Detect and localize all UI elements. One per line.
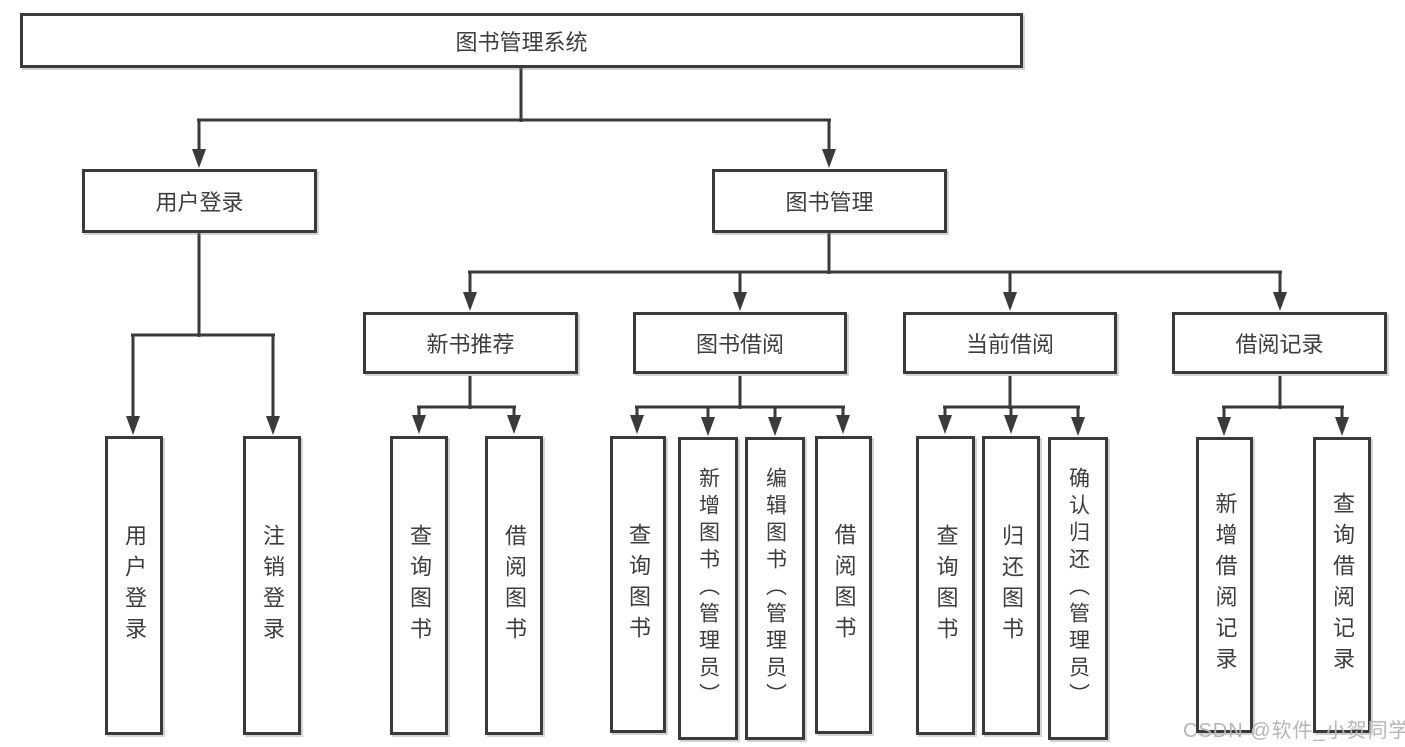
node-leaf-add-borrow-record: 新增借阅记录 [1196,437,1253,733]
node-leaf-borrow-books-borrow: 借阅图书 [815,436,872,734]
node-root-label: 图书管理系统 [455,29,588,55]
node-leaf-query-books-recommend: 查询图书 [390,436,448,735]
node-leaf-edit-books-admin: 编辑图书（管理员） [745,437,805,740]
node-leaf-logout-label: 注销登录 [260,523,285,648]
node-leaf-add-borrow-record-label: 新增借阅记录 [1212,492,1238,678]
arrowhead-icons [126,149,1349,436]
node-leaf-user-login: 用户登录 [105,436,163,735]
node-current-borrow: 当前借阅 [903,312,1117,374]
node-leaf-return-books: 归还图书 [982,436,1040,735]
node-leaf-query-books-current: 查询图书 [916,436,975,735]
node-root: 图书管理系统 [20,13,1023,68]
node-book-management: 图书管理 [712,169,947,233]
csdn-watermark: CSDN @软件_小贺同学 [1183,720,1405,742]
node-book-borrow-label: 图书借阅 [695,332,784,357]
node-user-login-label: 用户登录 [155,190,244,215]
node-leaf-query-books-borrow: 查询图书 [610,436,666,733]
node-leaf-user-login-label: 用户登录 [122,523,147,648]
node-leaf-query-books-borrow-label: 查询图书 [626,522,651,647]
node-new-book-recommend: 新书推荐 [363,312,578,374]
node-borrow-records: 借阅记录 [1172,312,1387,374]
node-leaf-logout: 注销登录 [243,436,301,735]
node-leaf-add-books-admin-label: 新增图书（管理员） [696,467,720,710]
node-current-borrow-label: 当前借阅 [965,332,1054,357]
node-book-management-label: 图书管理 [785,190,874,215]
node-leaf-add-books-admin: 新增图书（管理员） [678,437,738,740]
node-leaf-return-books-label: 归还图书 [999,523,1024,648]
node-leaf-query-books-recommend-label: 查询图书 [407,523,432,648]
node-leaf-query-borrow-record: 查询借阅记录 [1313,437,1371,733]
node-borrow-records-label: 借阅记录 [1235,332,1324,357]
node-leaf-borrow-books-recommend-label: 借阅图书 [502,523,527,648]
node-leaf-query-borrow-record-label: 查询借阅记录 [1330,492,1355,678]
node-leaf-query-books-current-label: 查询图书 [933,523,959,648]
node-leaf-borrow-books-recommend: 借阅图书 [485,436,543,735]
node-leaf-borrow-books-borrow-label: 借阅图书 [831,523,857,647]
node-book-borrow: 图书借阅 [633,312,847,374]
node-leaf-edit-books-admin-label: 编辑图书（管理员） [763,467,787,710]
node-leaf-confirm-return-admin-label: 确认归还（管理员） [1066,467,1090,710]
node-leaf-confirm-return-admin: 确认归还（管理员） [1048,437,1108,740]
node-user-login: 用户登录 [82,169,317,233]
node-new-book-recommend-label: 新书推荐 [426,332,515,357]
